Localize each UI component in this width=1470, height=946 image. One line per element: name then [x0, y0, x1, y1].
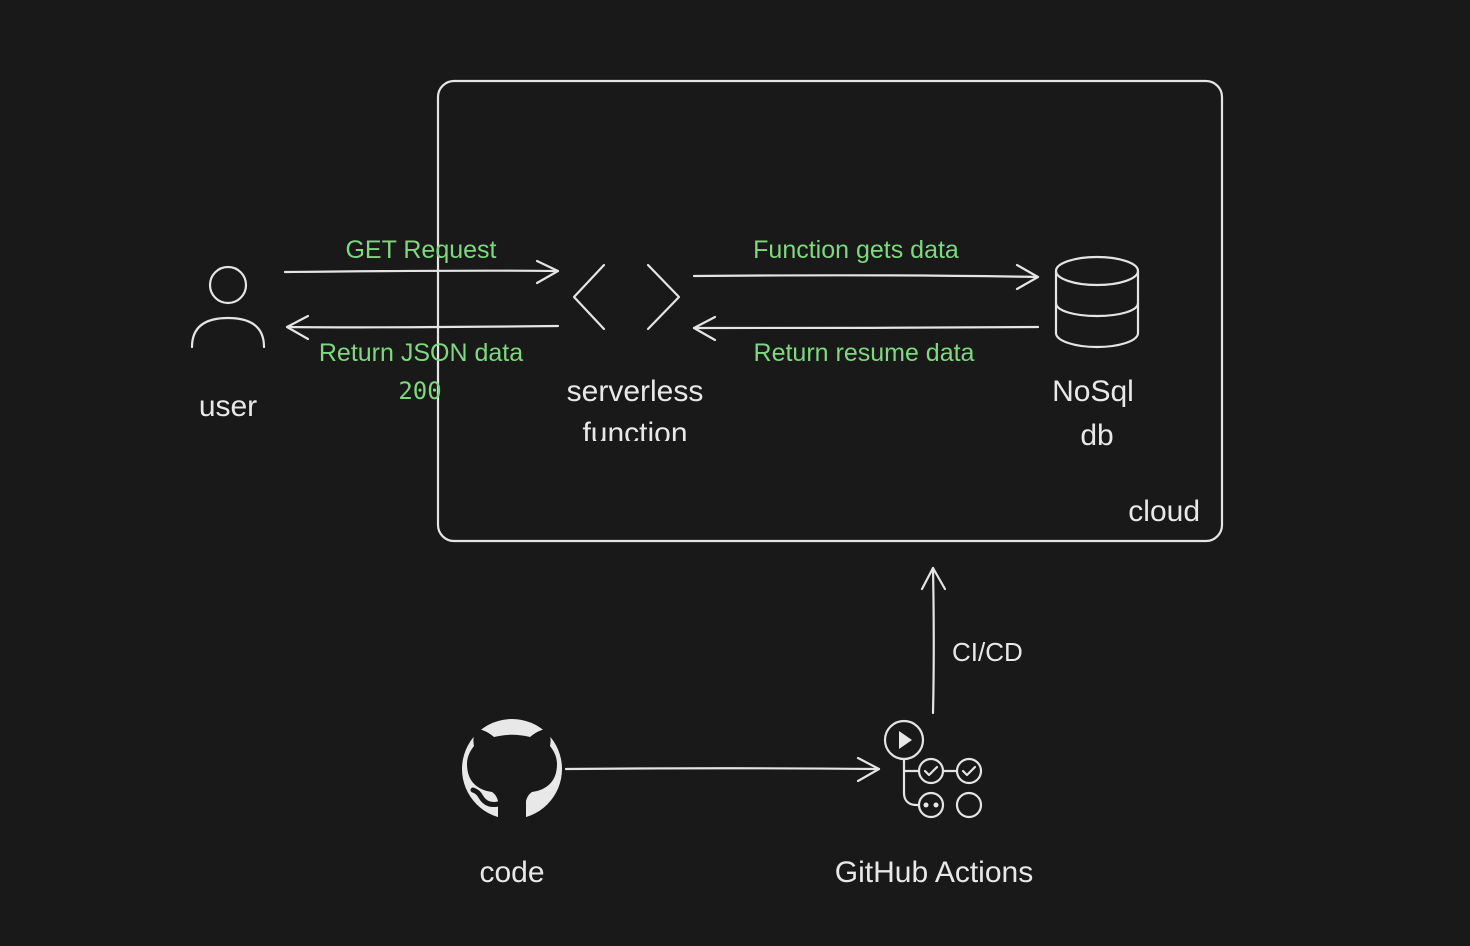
arrow-get-request [283, 259, 560, 285]
arrow-return-resume [692, 315, 1040, 342]
database-label-line1: NoSql [1052, 375, 1134, 408]
edge-label-return-resume: Return resume data [754, 339, 975, 367]
code-brackets-icon [572, 263, 681, 331]
arrow-function-gets-data [692, 263, 1040, 291]
actions-label: GitHub Actions [835, 856, 1033, 889]
arrow-code-to-actions [564, 756, 881, 783]
cloud-label: cloud [1128, 495, 1200, 528]
edge-label-function-gets-data: Function gets data [753, 236, 959, 264]
edge-label-cicd: CI/CD [952, 637, 1023, 667]
arrow-cicd [920, 566, 947, 715]
user-icon [190, 265, 266, 349]
serverless-label-line1: serverless [567, 375, 704, 408]
edge-label-get-request: GET Request [345, 236, 496, 264]
github-icon [462, 719, 562, 819]
cloud-boundary [436, 79, 1224, 543]
github-actions-icon [883, 719, 983, 819]
code-label: code [479, 856, 544, 889]
database-icon [1054, 255, 1140, 349]
edge-label-return-json: Return JSON data [319, 339, 523, 367]
arrow-return-json [285, 314, 560, 341]
database-label-line2: db [1080, 419, 1113, 452]
label-clip-mask [560, 441, 720, 457]
edge-label-status-code: 200 [398, 377, 441, 405]
user-label: user [199, 390, 257, 423]
